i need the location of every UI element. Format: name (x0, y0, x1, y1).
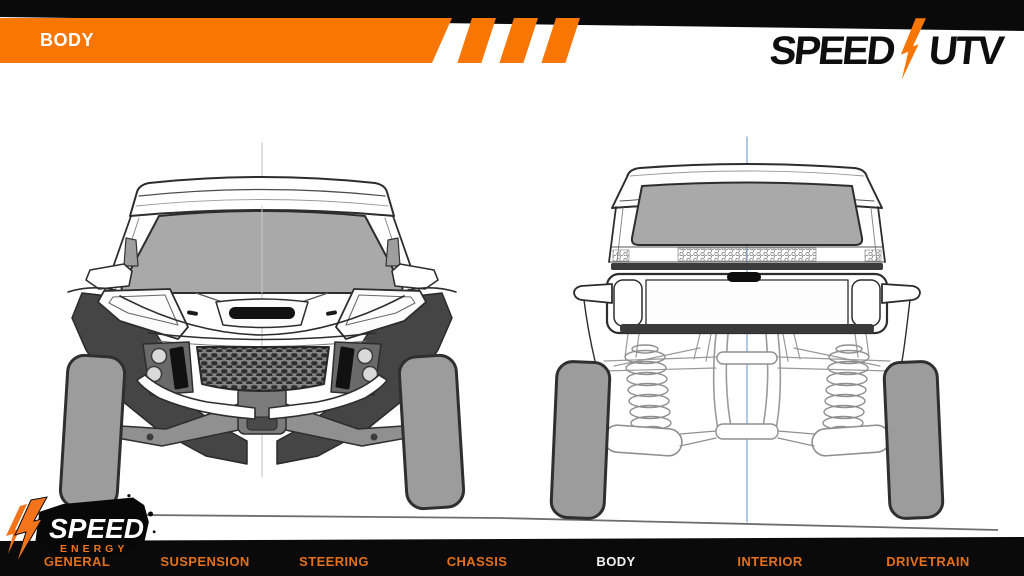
trailing-arm-left (603, 424, 683, 457)
front-wheel-right (397, 353, 466, 511)
energy-logo-subword: ENERGY (60, 543, 128, 555)
nav-item-body[interactable]: BODY (596, 554, 636, 569)
tailgate-latch (727, 272, 761, 282)
nav-item-interior[interactable]: INTERIOR (737, 554, 803, 569)
eyebrow-panel-right (335, 288, 427, 340)
front-wheel-left (58, 353, 127, 511)
rear-wheel-left (549, 360, 612, 520)
rear-glass (630, 181, 864, 246)
brand-word-right: UTV (926, 29, 1004, 73)
eyebrow-panel-left (97, 288, 189, 340)
energy-logo-word: SPEED (49, 513, 144, 544)
bottom-nav-bar: GENERAL SUSPENSION STEERING CHASSIS BODY… (0, 537, 1024, 576)
mirror-left (85, 263, 133, 290)
speed-utv-logo: SPEED UTV (767, 18, 1004, 80)
brand-word-left: SPEED (767, 29, 896, 73)
ground-line (25, 513, 999, 531)
flare-right (881, 283, 921, 304)
page-title: BODY (40, 30, 95, 50)
rear-wheel-right (882, 360, 945, 520)
lightning-bolt-icon (6, 496, 48, 565)
tail-vent-band (677, 247, 817, 262)
speed-energy-logo: SPEED ENERGY (6, 494, 156, 565)
bumper-lip-left (136, 374, 256, 420)
nav-item-suspension[interactable]: SUSPENSION (160, 554, 250, 569)
nav-item-steering[interactable]: STEERING (299, 554, 369, 569)
nav-item-general[interactable]: GENERAL (43, 554, 111, 569)
rear-view-drawing (549, 136, 945, 523)
tailgate-panel (645, 279, 849, 326)
trailing-arm-right (811, 424, 891, 457)
flare-left (573, 283, 613, 304)
mirror-right (391, 263, 439, 290)
nav-item-chassis[interactable]: CHASSIS (446, 554, 508, 569)
lightning-bolt-icon (900, 18, 927, 80)
page-title-bar: BODY (0, 18, 452, 63)
front-view-drawing (58, 142, 466, 511)
logo-splat (33, 494, 156, 562)
nav-item-drivetrain[interactable]: DRIVETRAIN (886, 554, 970, 569)
bumper-lip-right (268, 374, 388, 420)
